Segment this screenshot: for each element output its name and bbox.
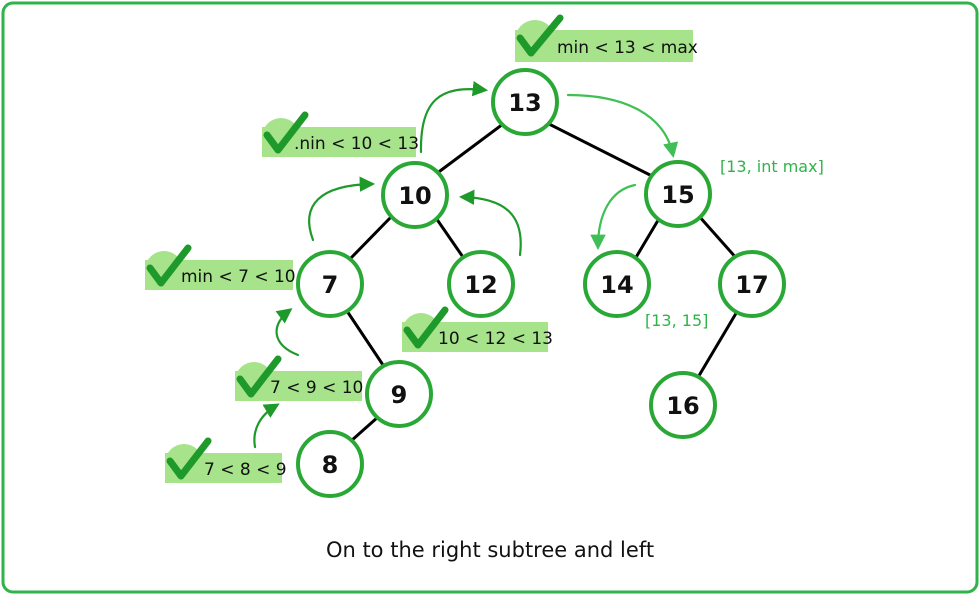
arrow-9-to-7 [275, 308, 300, 357]
check-label-10: .nin < 10 < 13 [294, 134, 419, 154]
check-badge-10: .nin < 10 < 13 [262, 111, 419, 157]
checkmark-icon [236, 355, 282, 398]
arrow-7-to-10 [308, 176, 376, 242]
edge-7-9 [345, 310, 387, 369]
check-badge-12: 10 < 12 < 13 [402, 306, 553, 352]
node-value: 14 [600, 271, 633, 299]
node-value: 13 [508, 89, 541, 117]
node-value: 16 [666, 392, 699, 420]
node-value: 9 [391, 381, 408, 409]
checkmark-icon [146, 244, 192, 287]
tree-node-9: 9 [365, 360, 433, 428]
arrow-13-to-15 [566, 93, 679, 159]
tree-node-17: 17 [718, 250, 786, 318]
node-value: 7 [322, 271, 339, 299]
check-label-9: 7 < 9 < 10 [270, 378, 363, 398]
tree-edges [345, 122, 740, 443]
traversal-arrows [253, 80, 679, 449]
tree-node-8: 8 [296, 430, 364, 498]
checkmark-icon [403, 306, 449, 349]
tree-node-15: 15 [644, 160, 712, 228]
tree-node-10: 10 [381, 161, 449, 229]
node-value: 17 [735, 271, 768, 299]
arrow-15-to-14 [590, 183, 637, 251]
check-badge-8: 7 < 8 < 9 [165, 437, 287, 483]
check-label-13: min < 13 < max [557, 38, 698, 58]
check-badge-7: min < 7 < 10 [145, 244, 296, 290]
edge-13-10 [435, 122, 504, 176]
edge-17-16 [695, 309, 740, 380]
check-badge-9: 7 < 9 < 10 [235, 355, 363, 401]
check-label-12: 10 < 12 < 13 [438, 329, 553, 349]
tree-node-14: 14 [583, 250, 651, 318]
edge-13-15 [548, 122, 655, 179]
node-value: 10 [398, 182, 431, 210]
tree-node-13: 13 [491, 68, 559, 136]
edge-10-12 [434, 217, 467, 261]
edge-10-7 [348, 213, 395, 261]
arrow-8-to-9 [253, 403, 280, 449]
node-value: 15 [661, 181, 694, 209]
tree-node-16: 16 [649, 371, 717, 439]
range-label-14: [13, 15] [645, 311, 708, 330]
checkmark-icon [166, 437, 212, 480]
arrow-12-to-10 [458, 189, 522, 257]
check-badge-13: min < 13 < max [515, 14, 698, 62]
diagram-caption: On to the right subtree and left [326, 538, 654, 562]
edge-9-8 [350, 415, 379, 443]
checkmark-icon [516, 14, 564, 57]
node-value: 8 [322, 451, 339, 479]
arrow-10-to-13 [419, 80, 489, 154]
range-label-15: [13, int max] [720, 157, 824, 176]
tree-node-12: 12 [447, 250, 515, 318]
edge-15-14 [633, 216, 662, 260]
check-label-7: min < 7 < 10 [181, 267, 296, 287]
node-value: 12 [464, 271, 497, 299]
edge-15-17 [696, 214, 740, 261]
checkmark-icon [263, 111, 309, 154]
tree-node-7: 7 [296, 250, 364, 318]
check-label-8: 7 < 8 < 9 [204, 460, 287, 480]
